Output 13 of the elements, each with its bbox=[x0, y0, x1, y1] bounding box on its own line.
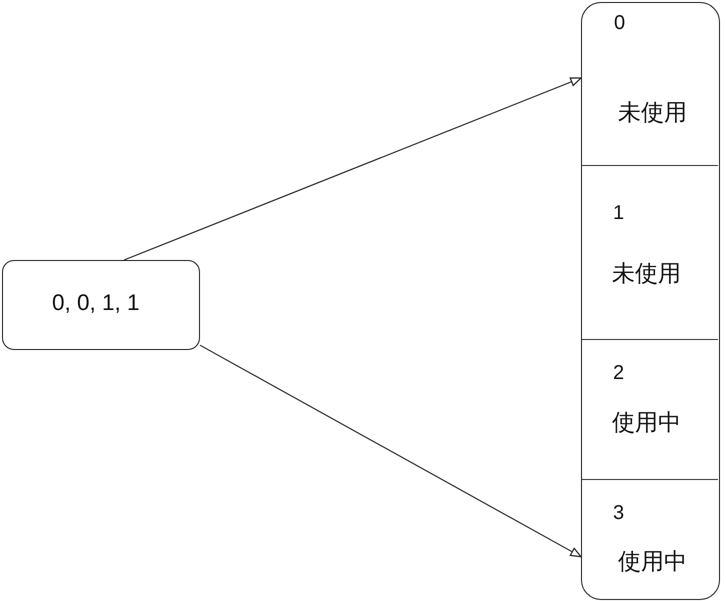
arrow bbox=[200, 344, 582, 558]
cell-index: 2 bbox=[613, 361, 624, 385]
status-text: 使用中 bbox=[618, 548, 687, 576]
arrow bbox=[124, 77, 582, 261]
cell-index: 0 bbox=[614, 11, 626, 35]
cell-index: 1 bbox=[613, 201, 624, 225]
status-text: 未使用 bbox=[612, 260, 681, 288]
cell-index: 3 bbox=[613, 501, 624, 525]
status-text: 未使用 bbox=[618, 99, 687, 127]
memory-column bbox=[581, 2, 720, 600]
array-text: 0, 0, 1, 1 bbox=[52, 289, 140, 316]
array-box bbox=[2, 260, 200, 350]
status-text: 使用中 bbox=[612, 409, 681, 437]
